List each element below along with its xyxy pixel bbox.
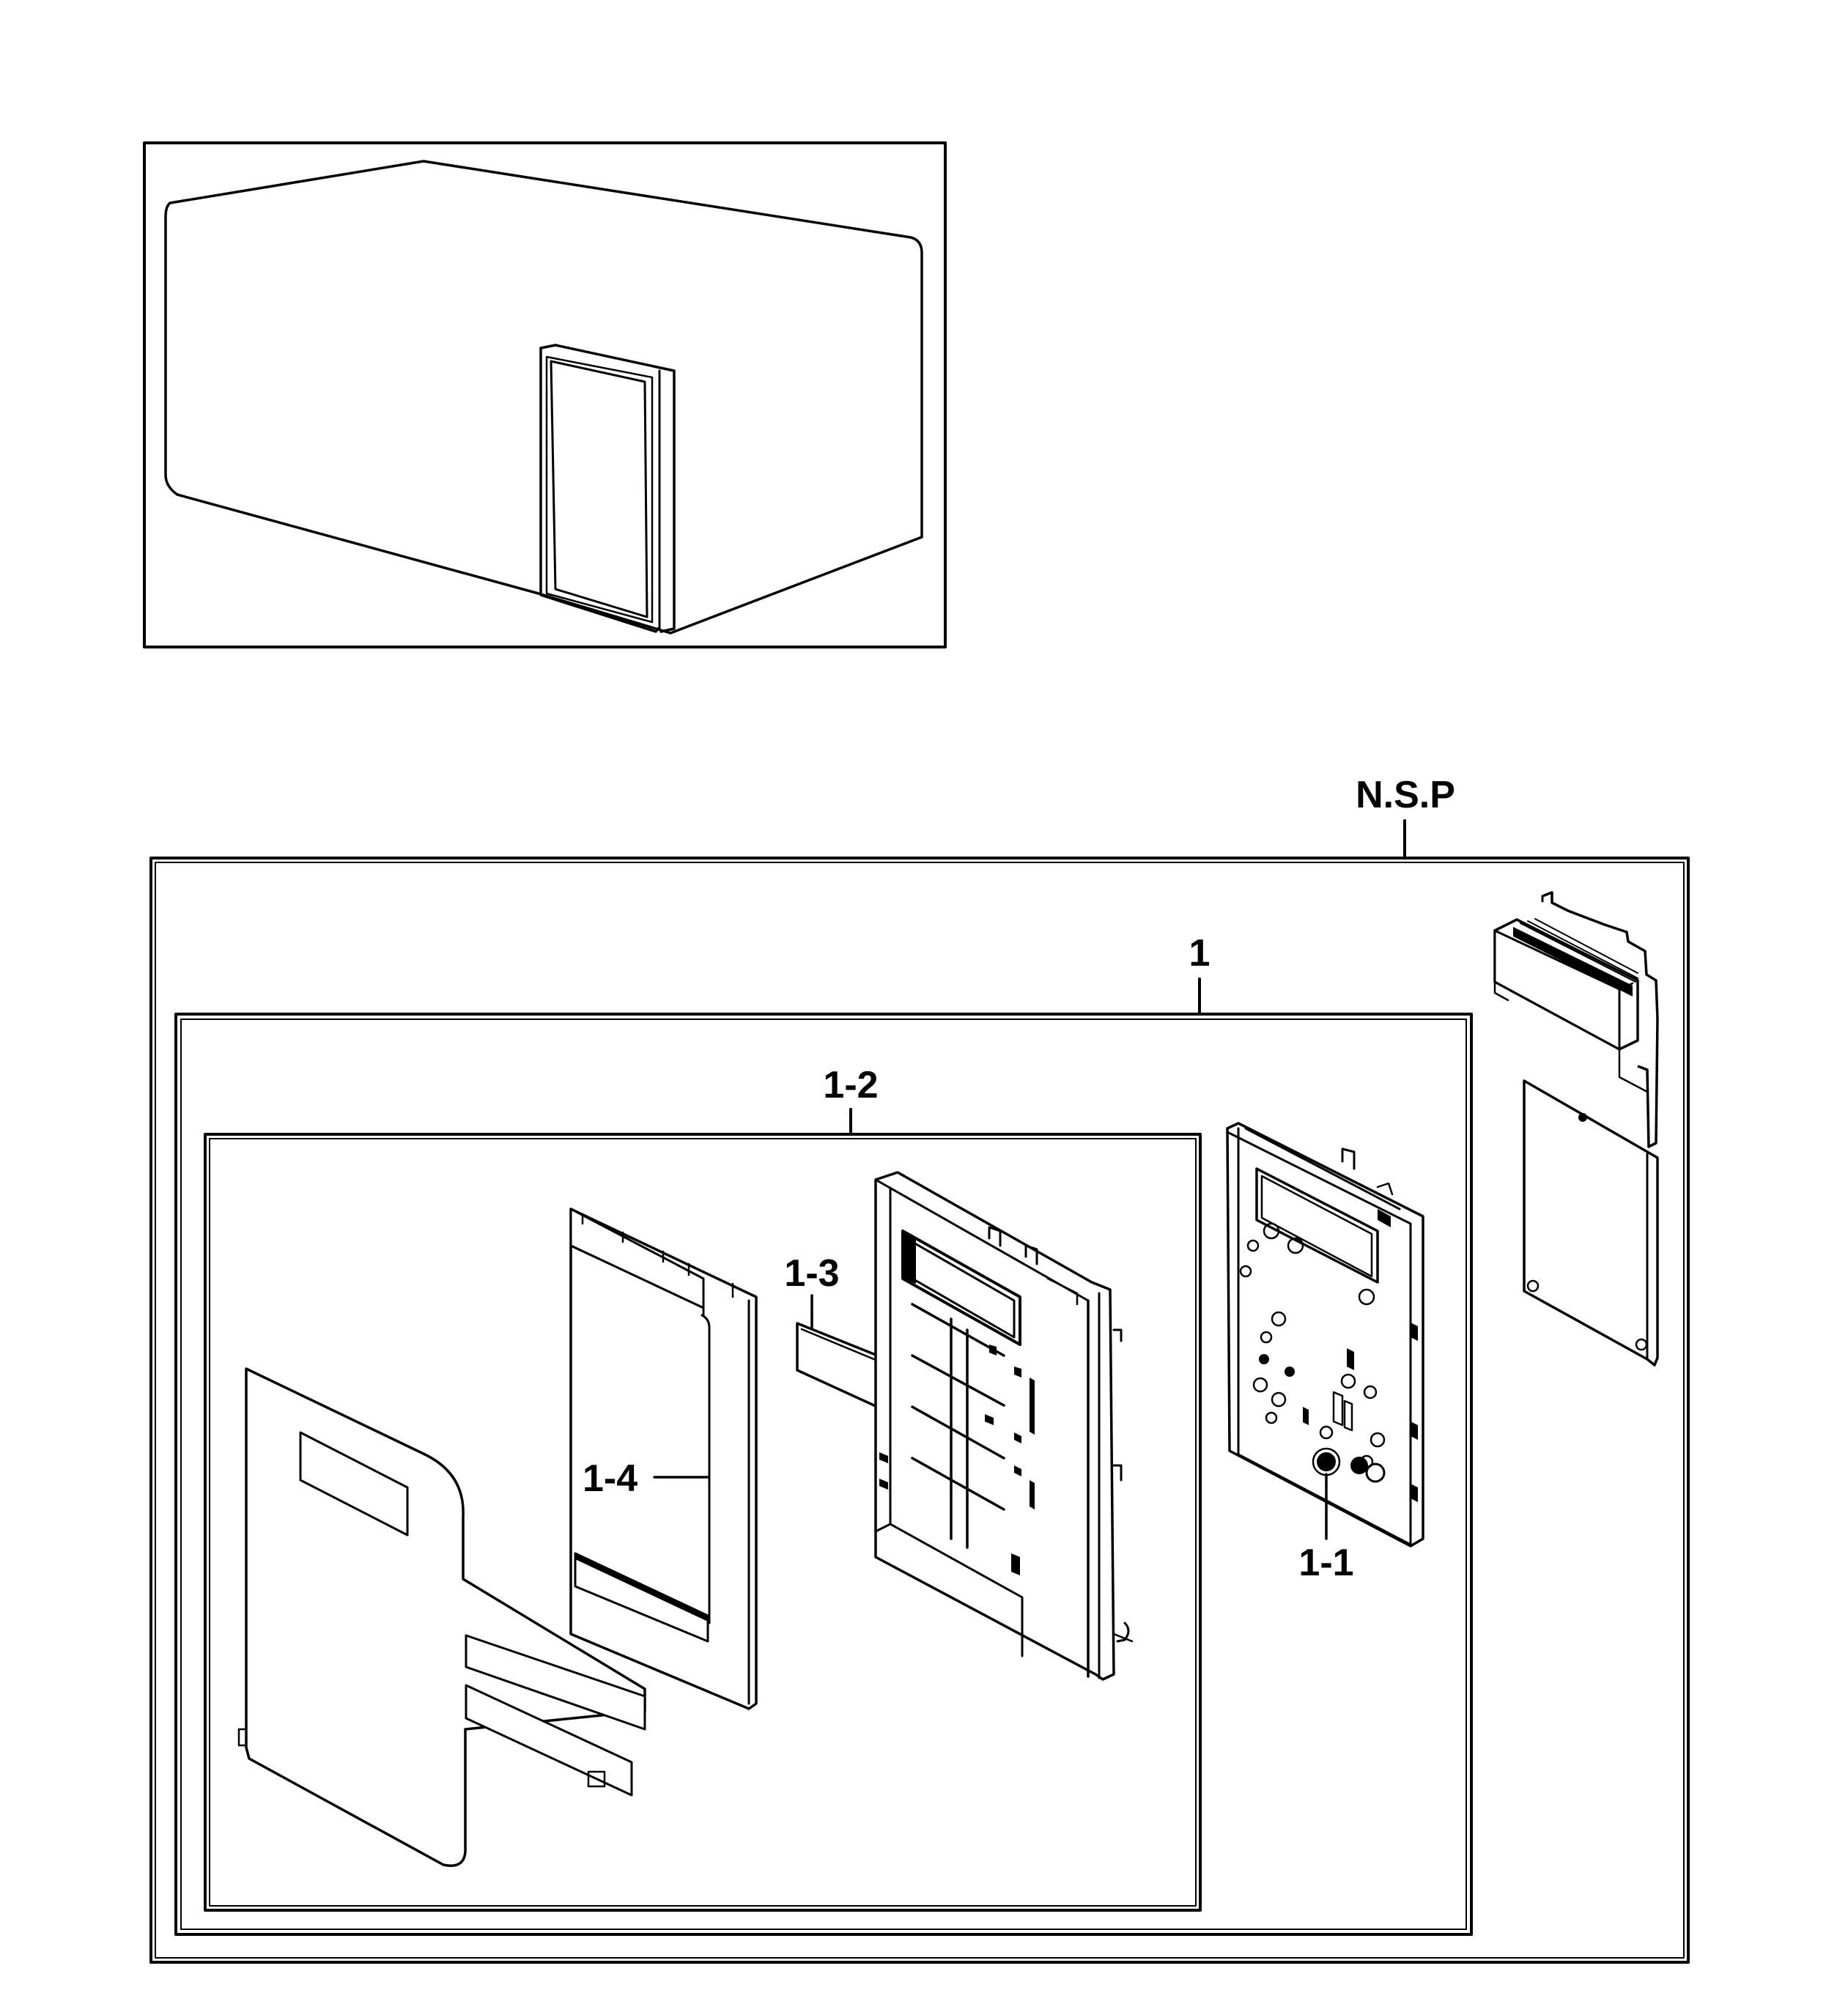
- part-1-4-window-frame: 1-4: [569, 1208, 758, 1710]
- subassembly-1-2-group: 1-2: [204, 1064, 1202, 1912]
- part-1-4-label: 1-4: [583, 1457, 637, 1500]
- nsp-main-pcb: [1493, 891, 1659, 1367]
- control-panel-housing: [874, 1171, 1134, 1681]
- nsp-label: N.S.P: [1356, 774, 1455, 816]
- nsp-group: N.S.P: [149, 774, 1690, 1964]
- assembly-1-label: 1: [1189, 932, 1211, 975]
- front-decor-sheet: [237, 1367, 646, 1867]
- part-1-3-label: 1-3: [784, 1252, 839, 1295]
- part-1-1-label: 1-1: [1298, 1542, 1353, 1584]
- overview-panel: [143, 141, 947, 648]
- subassembly-1-2-label: 1-2: [823, 1064, 878, 1106]
- assembly-1-group: 1: [174, 932, 1473, 1936]
- part-1-1-pcb: 1-1: [1226, 1122, 1424, 1584]
- microwave-body-illustration: [164, 160, 923, 635]
